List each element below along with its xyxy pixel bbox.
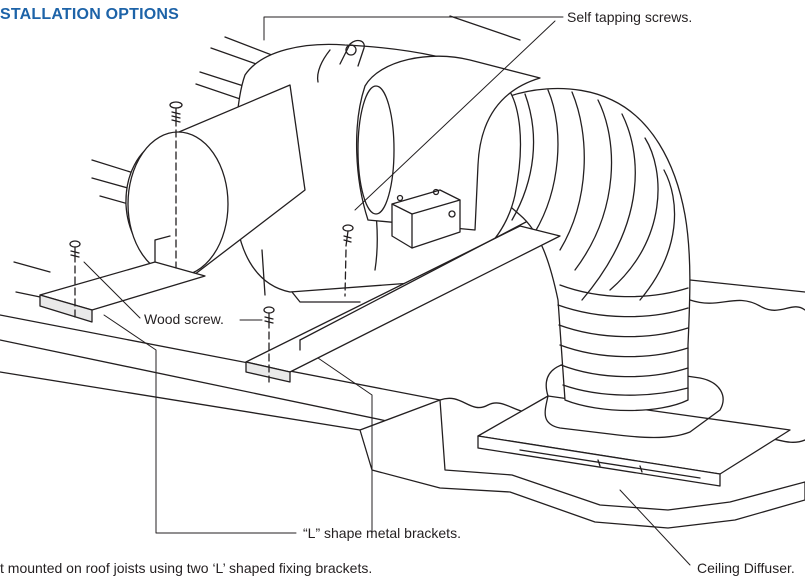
roof-joist-lines xyxy=(0,15,521,431)
label-wood-screw: Wood screw. xyxy=(142,311,226,327)
label-self-tapping-screws: Self tapping screws. xyxy=(567,9,693,25)
junction-box xyxy=(391,188,461,249)
screw-wood-right xyxy=(263,306,275,383)
leader-lines xyxy=(83,16,691,566)
ceiling-diffuser xyxy=(477,361,791,487)
label-ceiling-diffuser: Ceiling Diffuser. xyxy=(697,560,795,576)
insulation-edge-right xyxy=(689,299,805,311)
leader-brackets xyxy=(103,314,373,534)
flexible-duct xyxy=(457,87,691,412)
l-bracket-right xyxy=(245,221,561,383)
leader-ceiling-diffuser xyxy=(619,489,691,566)
label-l-shape-brackets: “L” shape metal brackets. xyxy=(303,525,461,541)
caption-text: t mounted on roof joists using two ‘L’ s… xyxy=(0,560,373,576)
screw-self-tapping-left xyxy=(169,101,183,269)
screw-self-tapping-right xyxy=(342,224,354,297)
section-heading: STALLATION OPTIONS xyxy=(0,6,179,23)
leader-wood-screw xyxy=(83,261,263,321)
joist-top-line xyxy=(689,279,805,293)
leader-self-tapping xyxy=(263,16,564,211)
ceiling-board xyxy=(359,399,805,529)
screw-wood-left xyxy=(69,240,81,321)
